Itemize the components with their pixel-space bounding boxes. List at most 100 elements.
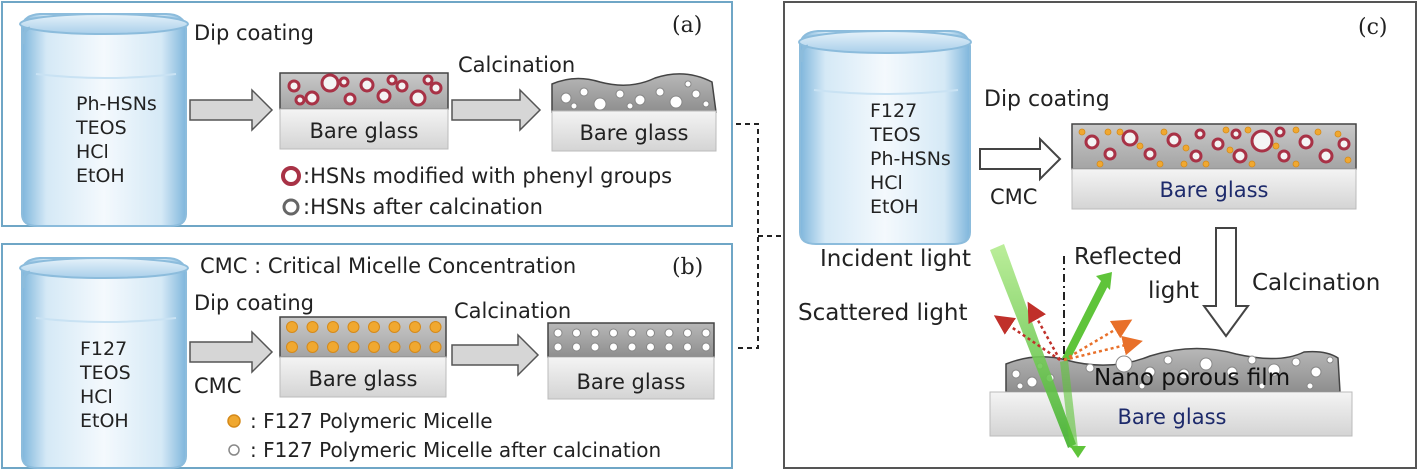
bare-glass-b1	[279, 356, 447, 398]
pore	[1199, 357, 1213, 371]
pore	[590, 342, 600, 352]
hsn-particle	[343, 92, 357, 106]
bare-glass-c1-label: Bare glass	[1160, 178, 1269, 202]
legend-a-1: :HSNs modified with phenyl groups	[303, 164, 672, 188]
pore	[1258, 382, 1266, 390]
hsn-particle	[304, 90, 320, 106]
beaker-c-line-5: EtOH	[870, 196, 919, 218]
panel-b-marker: (b)	[672, 255, 703, 280]
hsn-particle	[320, 73, 340, 93]
hsn-particle	[287, 79, 301, 93]
pore	[570, 102, 578, 110]
calcination-label-a: Calcination	[458, 53, 575, 77]
hsn-particle	[1143, 147, 1157, 161]
incident-light-beam	[990, 244, 1076, 448]
micelle-particle	[1156, 160, 1164, 168]
micelle-particle	[1292, 126, 1300, 134]
bare-glass-a1-label: Bare glass	[310, 119, 419, 143]
micelle-particle	[1202, 160, 1210, 168]
pore	[627, 342, 637, 352]
micelle-particle	[429, 321, 442, 333]
beaker-c-line-3: Ph-HSNs	[870, 148, 951, 170]
panel-a: (a) Ph-HSNs TEOS HCl EtOH Dip coating Ba…	[1, 1, 733, 227]
incident-light-label: Incident light	[820, 246, 971, 272]
reflected-light-label-2: light	[1148, 278, 1199, 304]
transmitted-arrowhead	[1070, 446, 1086, 458]
dip-coating-label-b: Dip coating	[194, 291, 314, 315]
panel-b: CMC : Critical Micelle Concentration (b)…	[1, 243, 733, 469]
pore	[669, 95, 683, 109]
cmc-label-b: CMC	[194, 374, 241, 398]
hsn-particle	[376, 88, 392, 104]
pore	[615, 89, 625, 99]
micelle-particle	[1182, 144, 1190, 152]
pore	[1026, 376, 1038, 388]
pore	[572, 342, 581, 352]
pore	[609, 342, 618, 352]
bare-glass-b1-label: Bare glass	[309, 367, 418, 391]
micelle-particle	[368, 321, 380, 333]
micelle-particle	[429, 341, 442, 353]
bare-glass-c2-label: Bare glass	[1118, 405, 1227, 429]
pore	[691, 89, 701, 99]
pore	[664, 342, 674, 352]
pore	[683, 342, 692, 352]
hsn-particle	[1274, 126, 1286, 138]
pore	[553, 342, 563, 352]
hsn-particle	[1189, 149, 1203, 163]
hsn-particle	[395, 79, 409, 93]
beaker-a	[19, 13, 189, 227]
pore	[701, 328, 711, 338]
panel-c-marker: (c)	[1358, 15, 1388, 40]
reflected-arrowhead	[1096, 272, 1112, 290]
micelle-particle	[1180, 160, 1188, 168]
pore	[1326, 356, 1334, 364]
beaker-b-line-1: F127	[80, 338, 127, 360]
beaker-b-line-3: HCl	[80, 386, 113, 408]
hsn-particle	[1232, 148, 1248, 164]
hsn-particle	[422, 74, 434, 86]
bare-glass-a2	[551, 110, 717, 152]
beaker-c	[798, 30, 972, 245]
hsn-particle	[1166, 132, 1182, 148]
bare-glass-a2-label: Bare glass	[580, 121, 689, 145]
pore	[1016, 382, 1024, 390]
legend-b-1: : F127 Polymeric Micelle	[250, 409, 493, 433]
hsn-particle	[1121, 129, 1139, 147]
beaker-b-line-2: TEOS	[79, 362, 131, 384]
panel-a-marker: (a)	[672, 13, 702, 38]
pore	[683, 328, 692, 338]
calcination-arrow-c	[1202, 227, 1250, 338]
dip-coating-label-a: Dip coating	[194, 21, 314, 45]
beaker-a-line-4: EtOH	[76, 165, 125, 187]
micelle-particle	[1244, 126, 1252, 134]
micelle-particle	[1334, 130, 1342, 138]
pore	[646, 328, 655, 338]
pores-b	[553, 328, 711, 352]
hsn-particle	[1298, 134, 1314, 150]
pore	[1138, 382, 1146, 390]
micelle-particle	[286, 321, 298, 333]
bare-glass-b2-label: Bare glass	[577, 370, 686, 394]
pore	[1178, 368, 1190, 380]
micelle-particle	[1104, 128, 1112, 136]
pore	[664, 328, 674, 338]
pore	[593, 97, 607, 111]
pore	[1011, 369, 1021, 379]
beaker-a-line-2: TEOS	[75, 117, 127, 139]
hsn-particle	[359, 77, 375, 93]
hsn-particle	[409, 89, 427, 107]
pore	[609, 328, 618, 338]
connector-bracket	[736, 123, 784, 349]
pore	[1163, 355, 1173, 365]
micelle-particle	[327, 321, 339, 333]
dip-arrow-b	[189, 330, 274, 374]
hsn-modified-legend-icon	[281, 166, 301, 186]
reflected-light-label-1: Reflected	[1074, 244, 1182, 270]
legend-a-2: :HSNs after calcination	[303, 195, 543, 219]
pore	[1144, 366, 1156, 378]
micelle-particle	[409, 341, 421, 353]
scatter-arrow-2	[1027, 301, 1062, 361]
hsn-particle	[338, 76, 350, 88]
